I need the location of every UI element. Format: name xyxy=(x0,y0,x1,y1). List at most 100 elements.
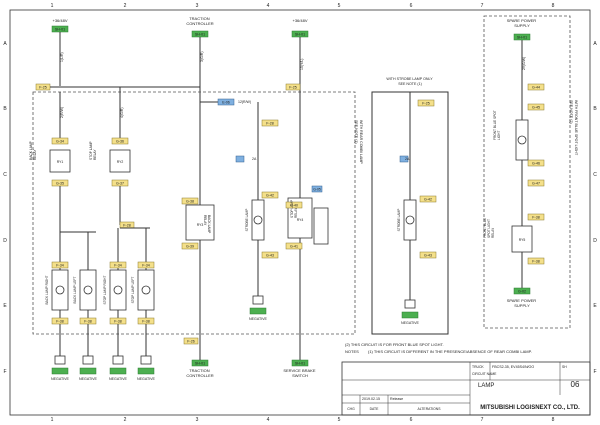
connector-g46-label: G-46 xyxy=(532,162,540,166)
column-labels-bottom: 1 2 3 4 5 6 7 8 xyxy=(51,417,555,423)
col-label-8-bottom: 8 xyxy=(552,417,555,423)
negative-label-1: NEGATIVE xyxy=(51,377,70,381)
connector-sh01-f-label: SH-01 xyxy=(517,36,527,40)
stop-lamp-relay-right-label: STOP LAMP RELAY xyxy=(290,199,298,218)
strobe-only-line1: WITH STROBE LAMP ONLY xyxy=(386,77,433,81)
connector-g44 xyxy=(527,83,545,91)
connector-f34-c-label: F-34 xyxy=(142,264,149,268)
strobe-lamp2-label: STROBE LAMP xyxy=(397,209,401,232)
connector-f28-b-label: F-28 xyxy=(123,224,130,228)
stop-lamp-relay-left xyxy=(109,149,131,173)
connector-f25-b-label: F-25 xyxy=(289,86,296,90)
front-blue-spot-label: FRONT BLUE SPOT LIGHT xyxy=(493,109,501,140)
connector-sh01-e-label: SH-01 xyxy=(295,362,305,366)
connector-f38-f xyxy=(527,257,545,265)
connector-g36 xyxy=(111,137,129,145)
strobe-lamp-label: STROBE LAMP xyxy=(245,209,249,232)
back-lamp-relay-middle-label: BACK LAMP RELAY xyxy=(203,215,211,234)
front-blue-note-line1: WITH FRONT BLUE SPOT LIGHT xyxy=(574,100,578,156)
connector-g45 xyxy=(527,103,545,111)
supply-traction-top-label: TRACTION CONTROLLER xyxy=(186,16,213,26)
relay-ry5-label: RY5 xyxy=(519,238,526,242)
row-label-b-right: B xyxy=(593,106,597,112)
connector-f25-c xyxy=(417,99,435,107)
back-lamp-relay-middle-line1: BACK LAMP xyxy=(207,215,211,233)
relay-ry2-label: RY2 xyxy=(117,160,124,164)
col-label-7-bottom: 7 xyxy=(481,417,484,423)
col-label-2-bottom: 2 xyxy=(124,417,127,423)
connector-g39-label: G-39 xyxy=(186,245,194,249)
lamp-stop-left: F-34 STOP LAMP LEFT F-38 NEGATIVE xyxy=(131,228,156,381)
row-label-d-right: D xyxy=(593,238,597,244)
lamp-bulb-1-icon xyxy=(55,285,65,295)
col-chg: CHG xyxy=(347,407,355,411)
connector-g43-b xyxy=(419,251,437,259)
negative-label-5: NEGATIVE xyxy=(249,317,268,321)
row-label-f-right: F xyxy=(593,369,596,375)
connector-f38-a-label: F-38 xyxy=(56,320,63,324)
front-blue-spot-line1: FRONT BLUE SPOT xyxy=(493,110,497,140)
company-name: MITSUBISHI LOGISNEXT CO., LTD. xyxy=(480,405,580,411)
spare-top-line1: SPARE POWER xyxy=(507,18,537,23)
spare-bottom-label: SPARE POWER SUPPLY xyxy=(507,298,538,308)
connector-f34-b xyxy=(109,261,127,269)
front-blue-relay-line1: FRONT BLUE xyxy=(483,218,487,238)
traction-bottom-line1: TRACTION xyxy=(189,368,210,373)
connector-f38-e xyxy=(527,213,545,221)
row-label-a-right: A xyxy=(593,41,597,47)
front-blue-spot-bulb-icon xyxy=(517,135,527,145)
connector-f28-label: F-28 xyxy=(266,122,273,126)
fuse-5a-label: 2A xyxy=(405,157,410,161)
back-lamp-relay-line2: RELAY xyxy=(33,149,37,160)
stop-lamp-relay-line2: RELAY xyxy=(93,149,97,160)
rear-combi-line1: WITH REAR COMBI LAMP xyxy=(359,120,363,164)
side-note-rear-combi: WITH REAR COMBI LAMP SEE NOTE (1) xyxy=(354,120,363,165)
traction-bottom-line2: CONTROLLER xyxy=(186,373,213,378)
fuse-2a-label: 2A xyxy=(252,157,257,161)
connector-sh04-d xyxy=(137,367,155,375)
connector-e06-label: E-06 xyxy=(222,101,230,105)
side-note-strobe-only: WITH STROBE LAMP ONLY SEE NOTE (1) xyxy=(386,77,433,86)
col-label-6-bottom: 6 xyxy=(410,417,413,423)
lamp-back-right: F-34 BACK LAMP RIGHT F-38 NEGATIVE xyxy=(45,232,70,381)
lamp-bulb-3-icon xyxy=(113,285,123,295)
col-date: DATE xyxy=(370,407,380,411)
wire-1-label: 1(L/R) xyxy=(60,52,64,62)
row-label-d: D xyxy=(3,238,7,244)
relay-ry1-label: RY1 xyxy=(57,160,64,164)
col-label-2: 2 xyxy=(124,3,127,9)
connector-f38-a xyxy=(51,317,69,325)
connector-sh01-c-label: SH-01 xyxy=(295,33,305,37)
title-block: TRUCK FBCS2-35, EV45S4/N/OO SH CIRCUIT N… xyxy=(341,361,591,416)
col-label-7: 7 xyxy=(481,3,484,9)
connector-g47 xyxy=(527,179,545,187)
lamp-bulb-2-icon xyxy=(83,285,93,295)
connector-g47-label: G-47 xyxy=(532,182,540,186)
connector-e06 xyxy=(217,98,235,106)
connector-f26-label: F-26 xyxy=(187,340,194,344)
connector-g05-label: G-05 xyxy=(313,188,321,192)
col-label-5-bottom: 5 xyxy=(338,417,341,423)
row-label-c-right: C xyxy=(593,172,597,178)
connector-f38-c xyxy=(109,317,127,325)
col-label-1: 1 xyxy=(51,3,54,9)
ground-symbol-5-icon xyxy=(252,295,264,305)
connector-sh04-b xyxy=(79,367,97,375)
front-blue-note-line2: SEE NOTE (2) xyxy=(569,100,573,124)
wire-4-label: 4(G/R) xyxy=(120,108,124,119)
sheet-value: 06 xyxy=(571,380,580,389)
spare-top-line2: SUPPLY xyxy=(514,23,530,28)
negative-label-6: NEGATIVE xyxy=(401,321,420,325)
back-lamp-relay-line1: BACK LAMP xyxy=(29,140,33,160)
spare-bottom-line1: SPARE POWER xyxy=(507,298,537,303)
service-brake-line1: SERVICE BRAKE xyxy=(283,368,315,373)
connector-sh01-e xyxy=(291,359,309,367)
connector-g44-label: G-44 xyxy=(532,86,540,90)
connector-sh02 xyxy=(513,287,531,295)
connector-f38-f-label: F-38 xyxy=(532,260,539,264)
row-label-b: B xyxy=(3,106,7,112)
spare-bottom-line2: SUPPLY xyxy=(514,303,530,308)
wire-15-label: 15(Y/L) xyxy=(300,59,304,70)
date-value: 2019.02.15 xyxy=(362,397,380,401)
lamp-stop-right-label: STOP LAMP RIGHT xyxy=(103,276,107,305)
